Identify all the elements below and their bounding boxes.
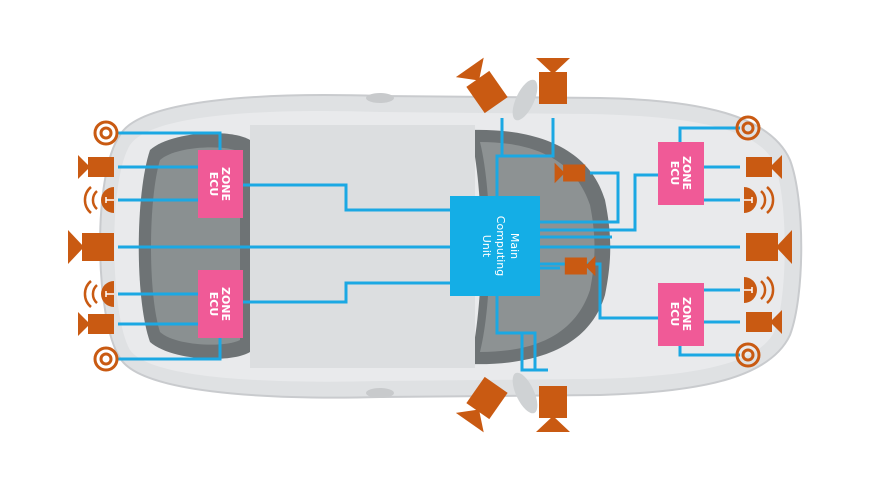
- camera-icon: [68, 230, 114, 264]
- mcu-label-line-2: Computing: [494, 216, 507, 276]
- zone-ecu-label: ECU: [207, 292, 220, 317]
- ultrasonic-sensor-icon: [93, 120, 119, 146]
- zone-ecu-label: ECU: [207, 172, 220, 197]
- zone-ecu-front-right[interactable]: ZONE ECU: [658, 283, 704, 346]
- camera-icon: [536, 58, 570, 104]
- left-mirror: [512, 79, 538, 121]
- zone-ecu-rear-right[interactable]: ZONE ECU: [198, 270, 243, 338]
- zone-ecu-label: ZONE: [219, 167, 232, 201]
- devices-rear: [68, 120, 119, 372]
- wiring: [118, 118, 740, 372]
- camera-icon: [78, 155, 114, 179]
- main-computing-unit[interactable]: Main Computing Unit: [450, 196, 540, 296]
- zone-ecu-label: ZONE: [219, 287, 232, 321]
- camera-icon: [536, 386, 570, 432]
- mcu-label-line-1: Main: [508, 233, 521, 259]
- zone-ecu-rear-left[interactable]: ZONE ECU: [198, 150, 243, 218]
- right-mirror: [512, 372, 538, 414]
- mcu-label-line-3: Unit: [480, 235, 493, 258]
- zone-ecu-label: ZONE: [680, 156, 693, 190]
- zone-ecu-label: ECU: [668, 302, 681, 327]
- radar-icon: [83, 185, 116, 215]
- zone-ecu-label: ZONE: [680, 297, 693, 331]
- radar-icon: [83, 279, 116, 309]
- camera-icon: [78, 312, 114, 336]
- ultrasonic-sensor-icon: [93, 346, 119, 372]
- zone-ecu-front-left[interactable]: ZONE ECU: [658, 142, 704, 205]
- zone-ecu-label: ECU: [668, 161, 681, 186]
